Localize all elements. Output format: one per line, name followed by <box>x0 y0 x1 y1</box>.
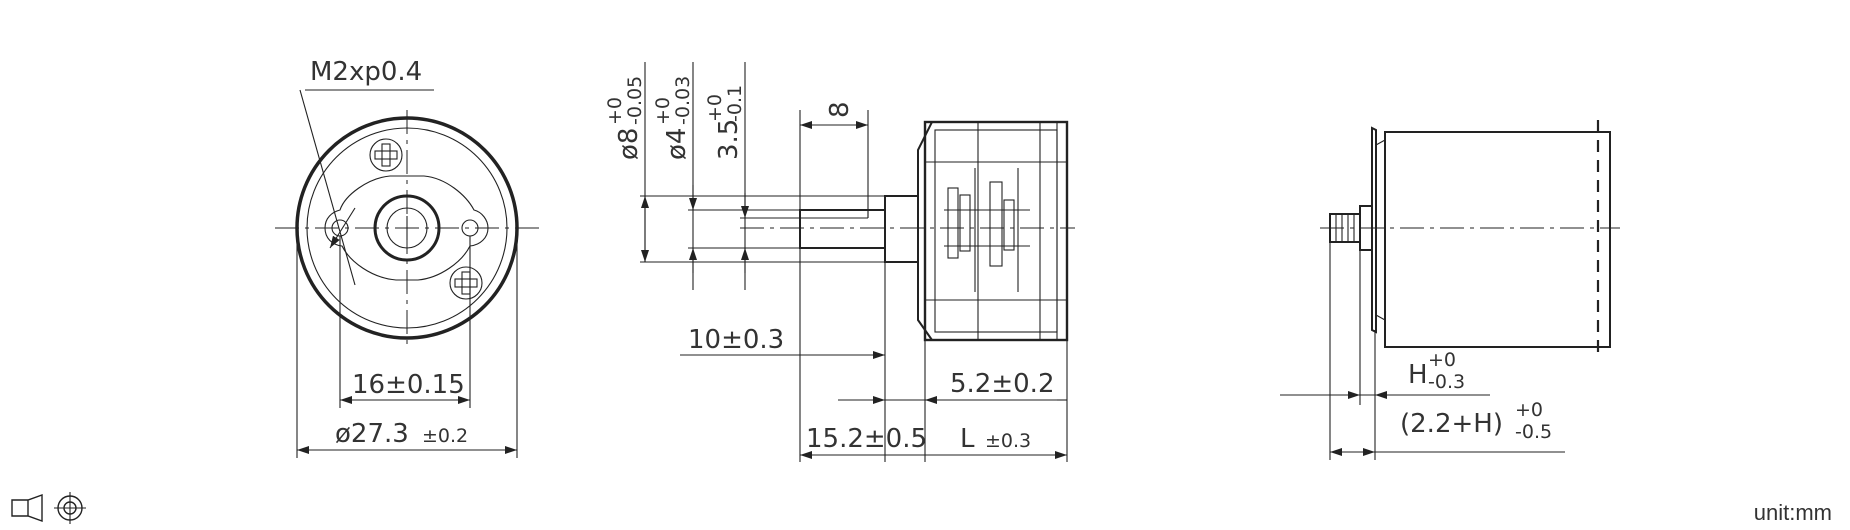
third-angle-projection-icon <box>11 492 86 524</box>
dim-L-tolerance: ±0.3 <box>985 430 1031 452</box>
dim-2-2-H-tol-lower: -0.5 <box>1515 421 1552 443</box>
dim-27-3-tolerance: ±0.2 <box>422 425 468 447</box>
dim-27-3-label: ø27.3 <box>335 419 409 449</box>
dim-dia4-tol-upper: +0 <box>652 97 674 125</box>
dim-8-label: 8 <box>825 101 855 118</box>
dim-dia8-tol-lower: -0.05 <box>624 76 646 125</box>
motor-can <box>1384 131 1611 348</box>
dim-dia4-tol-lower: -0.03 <box>672 76 694 125</box>
dim-15-2-label: 15.2±0.5 <box>806 424 927 454</box>
dim-3-5-tol-upper: +0 <box>704 94 726 122</box>
output-shaft <box>799 209 886 249</box>
dim-16-label: 16±0.15 <box>352 370 465 400</box>
screw-top <box>369 138 403 172</box>
dim-2-2-H-label: (2.2+H) <box>1400 409 1503 439</box>
front-view: M2xp0.4 16±0.15 ø27.3 ±0.2 <box>275 57 540 458</box>
gearbox-body <box>923 120 1069 342</box>
dim-5-2-label: 5.2±0.2 <box>950 369 1054 399</box>
dim-H-tol-upper: +0 <box>1428 349 1456 371</box>
gear-train <box>944 168 1030 292</box>
dim-H-tol-lower: -0.3 <box>1428 371 1465 393</box>
thread-label: M2xp0.4 <box>310 57 422 87</box>
dim-dia8-tol-upper: +0 <box>604 97 626 125</box>
output-boss <box>884 195 919 263</box>
dim-H-label: H <box>1408 360 1428 390</box>
dim-3-5-tol-lower: -0.1 <box>724 85 746 122</box>
dim-2-2-H-tol-upper: +0 <box>1515 399 1543 421</box>
shaft-boss-inner <box>386 207 428 249</box>
dim-dia4-label: ø4 <box>662 128 692 160</box>
rear-view: H +0 -0.3 (2.2+H) +0 -0.5 <box>1280 120 1620 460</box>
shaft-boss-outer <box>373 194 441 262</box>
dim-L-label: L <box>960 424 975 454</box>
side-view: ø8 +0 -0.05 ø4 +0 -0.03 3.5 +0 -0.1 8 10… <box>604 62 1075 462</box>
knurled-shaft <box>1329 213 1361 243</box>
unit-label: unit:mm <box>1753 500 1832 525</box>
dim-3-5-label: 3.5 <box>714 119 744 160</box>
dim-dia8-label: ø8 <box>614 128 644 160</box>
screw-bottom <box>449 266 483 300</box>
dim-10-label: 10±0.3 <box>688 325 784 355</box>
